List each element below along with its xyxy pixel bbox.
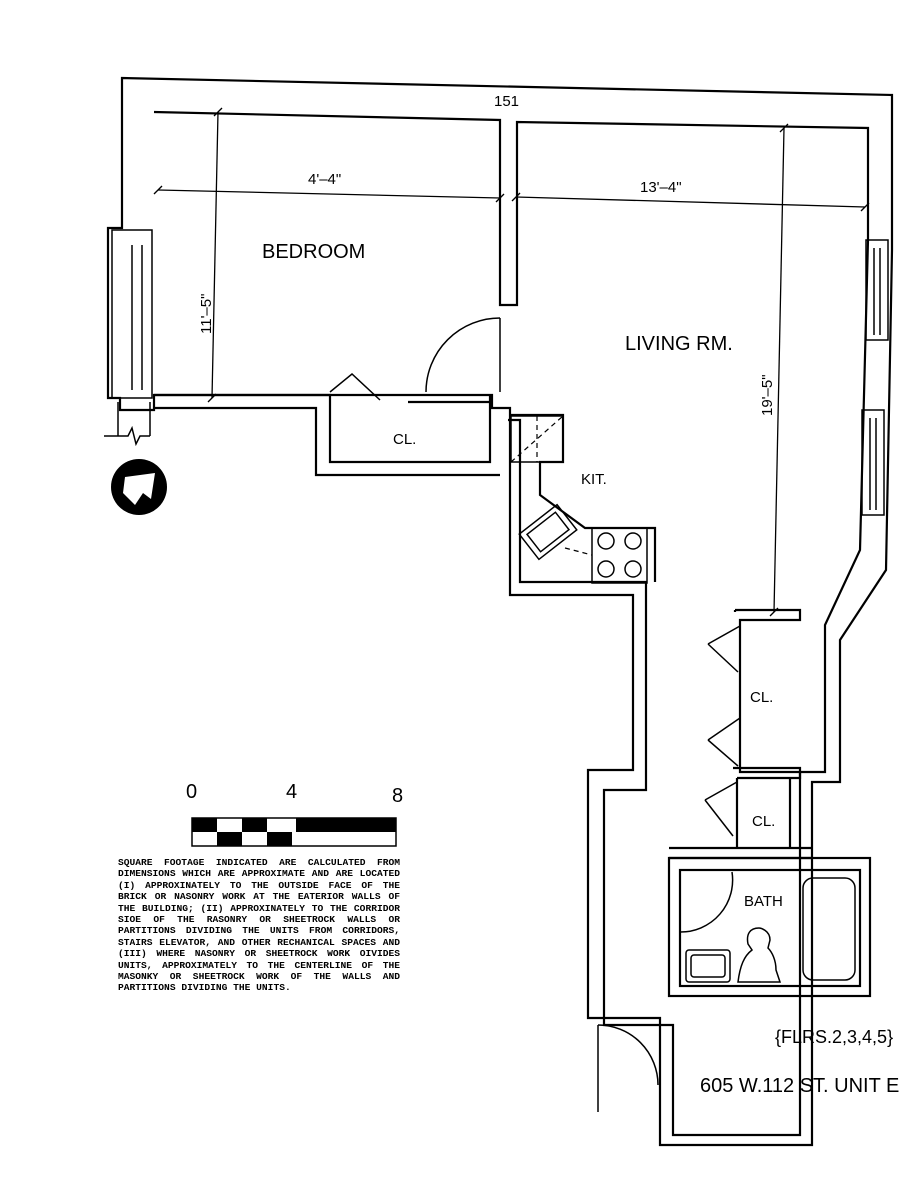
kitchen-label: KIT. <box>581 471 607 488</box>
living-room-depth: 19'–5" <box>759 374 776 416</box>
bedroom-closet-door[interactable] <box>329 373 381 401</box>
living-room-label: LIVING RM. <box>625 333 733 355</box>
entry-door[interactable] <box>597 1024 659 1086</box>
exterior-wall-outer <box>106 76 894 1147</box>
scale-tick-0: 0 <box>186 781 197 803</box>
bedroom-label: BEDROOM <box>262 241 365 263</box>
bath-sink <box>685 949 731 983</box>
living-window-1 <box>865 239 889 341</box>
bedroom-width: 4'–4" <box>308 171 341 188</box>
living-window-2 <box>861 409 885 516</box>
bath-label: BATH <box>744 893 783 910</box>
square-footage-disclaimer: SQUARE FOOTAGE INDICATED ARE CALCULATED … <box>118 857 400 994</box>
address-label: 605 W.112 ST. UNIT E <box>700 1075 900 1097</box>
north-arrow-icon <box>111 459 167 515</box>
stove <box>591 527 648 584</box>
kitchen-counter <box>510 413 657 582</box>
scale-tick-8: 8 <box>392 785 403 807</box>
scale-tick-4: 4 <box>286 781 297 803</box>
bedroom-window <box>111 229 153 399</box>
bath-door[interactable] <box>679 871 734 933</box>
bath-room <box>667 856 872 998</box>
bathtub <box>802 877 856 981</box>
bedroom-depth: 11'–5" <box>198 294 215 334</box>
closet-label-1: CL. <box>393 431 416 448</box>
closet-label-2: CL. <box>750 689 773 706</box>
kitchen-sink <box>518 503 578 561</box>
building-dimension: 151 <box>494 93 519 110</box>
living-room-width: 13'–4" <box>640 179 682 196</box>
bedroom-door[interactable] <box>425 317 501 393</box>
closet-label-3: CL. <box>752 813 775 830</box>
toilet <box>737 927 782 983</box>
scale-bar: 0 4 8 <box>186 781 403 847</box>
floors-label: {FLRS.2,3,4,5} <box>775 1027 894 1047</box>
wall-break <box>104 425 150 447</box>
